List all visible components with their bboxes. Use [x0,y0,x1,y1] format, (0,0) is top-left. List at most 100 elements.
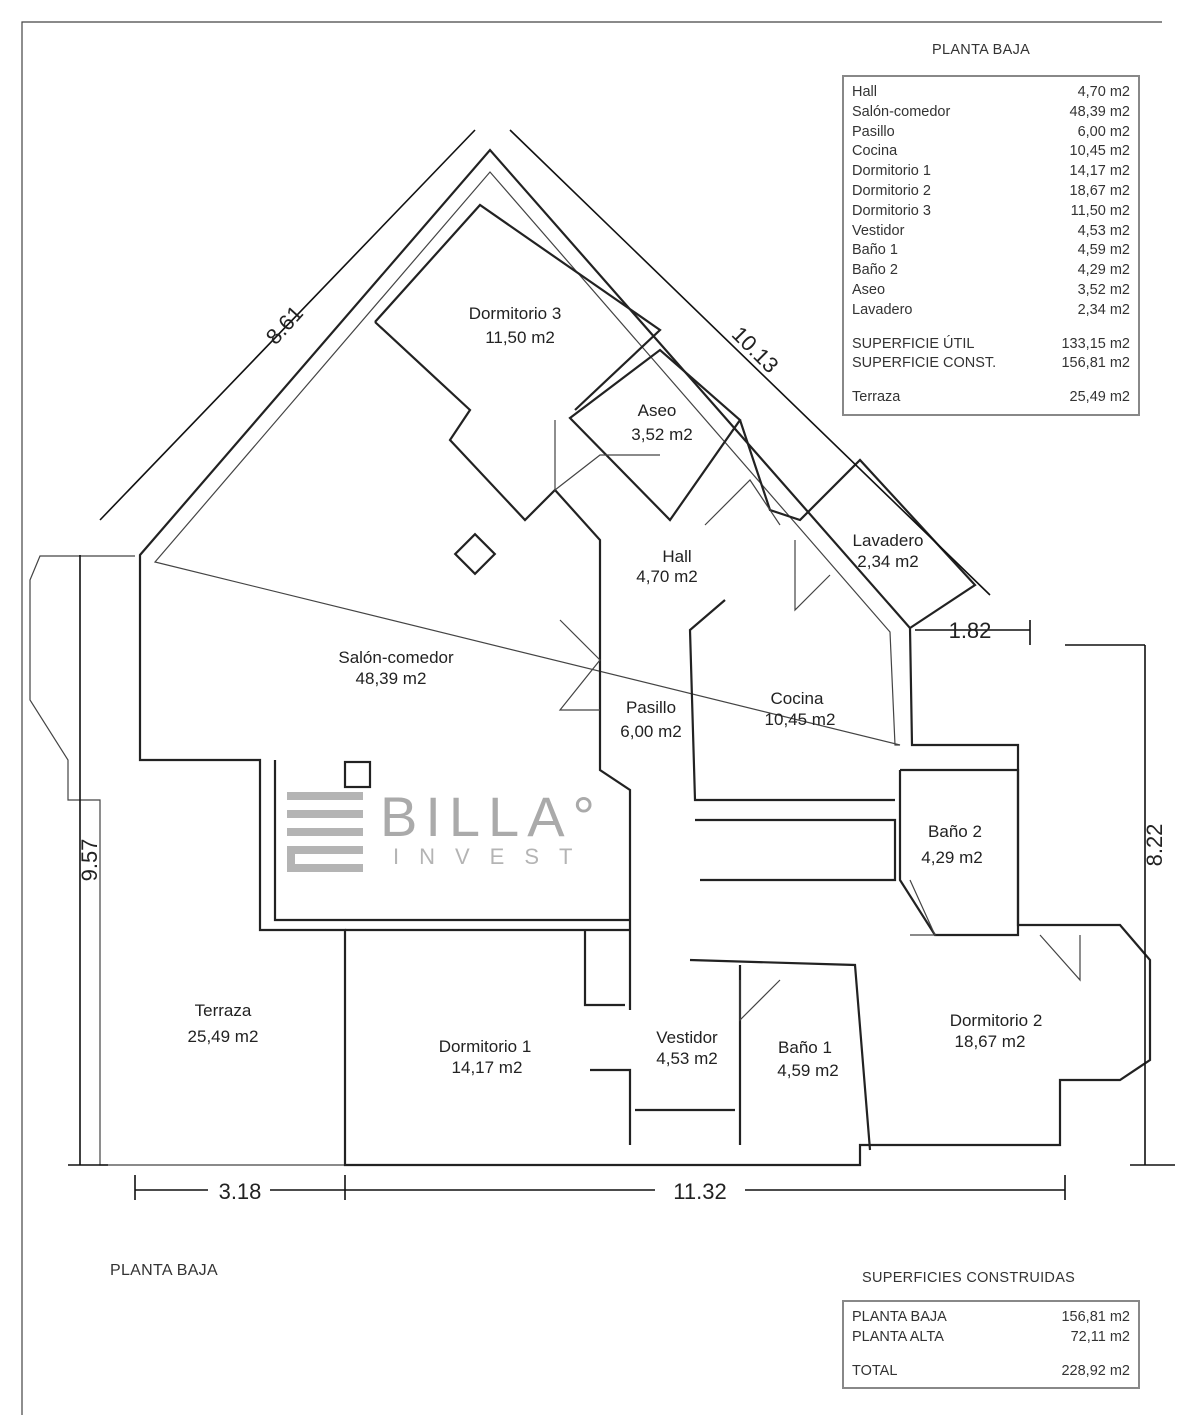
label: TOTAL [852,1362,898,1379]
room-name: Aseo [638,401,677,420]
room-name: Dormitorio 1 [852,163,931,180]
room-area: 2,34 m2 [1077,301,1130,318]
door-swings [554,420,1081,1022]
room-area: 4,70 m2 [1077,84,1130,100]
room-name: Terraza [195,1001,252,1020]
room-area: 10,45 m2 [765,710,836,729]
room-name: Baño 1 [852,242,898,259]
exterior-walls [138,148,1152,1167]
value: 156,81 m2 [1061,355,1130,372]
area-row: Hall 4,70 m2 [852,83,1130,103]
area-row: Dormitorio 3 11,50 m2 [852,202,1130,222]
dim-bottom: 11.32 [673,1179,726,1204]
room-name: Hall [662,547,691,566]
built-row: PLANTA BAJA 156,81 m2 [852,1308,1130,1328]
room-name: Dormitorio 1 [439,1037,532,1056]
room-area: 4,59 m2 [1077,242,1130,259]
room-name: Lavadero [852,301,913,318]
room-area: 18,67 m2 [955,1032,1026,1051]
room-area: 2,34 m2 [857,552,918,571]
room-name: Lavadero [853,531,924,550]
plan-title: PLANTA BAJA [110,1262,218,1279]
room-name: Dormitorio 2 [852,182,931,199]
page-frame [21,21,1162,1415]
const-row: SUPERFICIE CONST. 156,81 m2 [852,354,1130,374]
room-name: Hall [852,84,877,100]
value: 228,92 m2 [1061,1362,1130,1379]
room-area: 4,70 m2 [636,567,697,586]
room-area: 18,67 m2 [1069,182,1130,199]
built-table: PLANTA BAJA 156,81 m2 PLANTA ALTA 72,11 m2… [842,1300,1140,1390]
room-labels: Dormitorio 3 11,50 m2 Aseo 3,52 m2 Hall … [188,304,1043,1080]
util-row: SUPERFICIE ÚTIL 133,15 m2 [852,335,1130,355]
exterior-inner-line [153,171,901,746]
watermark-logo: BILLA° INVEST [285,785,595,879]
areas-table-title: PLANTA BAJA [932,42,1031,58]
dim-bottom-left: 3.18 [219,1179,262,1204]
area-row: Lavadero 2,34 m2 [852,301,1130,321]
room-name: Baño 2 [852,262,898,279]
room-name: Vestidor [656,1028,718,1047]
label: PLANTA BAJA [852,1309,947,1325]
built-table-title: SUPERFICIES CONSTRUIDAS [862,1270,1076,1286]
room-area: 6,00 m2 [620,722,681,741]
room-name: Baño 1 [778,1038,832,1057]
area-row: Dormitorio 2 18,67 m2 [852,182,1130,202]
dimension-lines [68,129,1175,1200]
built-row: PLANTA ALTA 72,11 m2 [852,1328,1130,1348]
area-row: Baño 1 4,59 m2 [852,241,1130,261]
logo-name: BILLA° [380,785,603,848]
terrace-row: Terraza 25,49 m2 [852,388,1130,408]
room-area: 4,59 m2 [777,1061,838,1080]
room-area: 14,17 m2 [452,1058,523,1077]
room-name: Pasillo [626,698,676,717]
room-name: Pasillo [852,123,895,140]
room-name: Vestidor [852,222,905,239]
room-area: 4,29 m2 [1077,262,1130,279]
room-area: 11,50 m2 [485,328,555,347]
room-area: 3,52 m2 [631,425,692,444]
room-area: 6,00 m2 [1077,123,1130,140]
area-row: Baño 2 4,29 m2 [852,261,1130,281]
value: 156,81 m2 [1061,1309,1130,1325]
dim-small: 1.82 [949,618,992,643]
room-area: 48,39 m2 [356,669,427,688]
dim-nw: 8.61 [261,301,308,350]
room-area: 3,52 m2 [1077,281,1130,298]
area-row: Salón-comedor 48,39 m2 [852,103,1130,123]
value: 72,11 m2 [1070,1328,1130,1345]
room-name: Cocina [852,143,898,160]
room-name: Cocina [771,689,824,708]
area-row: Pasillo 6,00 m2 [852,123,1130,143]
room-name: Dormitorio 3 [852,202,931,219]
room-area: 48,39 m2 [1069,103,1130,120]
room-area: 14,17 m2 [1069,163,1130,180]
room-name: Aseo [852,281,886,298]
room-name: Dormitorio 2 [950,1011,1043,1030]
dim-ne: 10.13 [727,321,784,378]
area-row: Aseo 3,52 m2 [852,281,1130,301]
label: Terraza [852,389,901,406]
value: 133,15 m2 [1061,335,1130,352]
room-name: Dormitorio 3 [469,304,562,323]
label: SUPERFICIE ÚTIL [852,335,975,352]
areas-table: Hall 4,70 m2 Salón-comedor 48,39 m2 Pasillo 6… [842,75,1140,416]
room-area: 11,50 m2 [1070,202,1130,219]
room-area: 25,49 m2 [188,1027,259,1046]
room-area: 10,45 m2 [1069,143,1130,160]
terrace-outline [29,555,345,1166]
area-row: Vestidor 4,53 m2 [852,222,1130,242]
total-row: TOTAL 228,92 m2 [852,1362,1130,1382]
dim-left: 9.57 [77,839,102,882]
label: PLANTA ALTA [852,1328,944,1345]
room-area: 4,53 m2 [1077,222,1130,239]
room-name: Baño 2 [928,822,982,841]
logo-sub: INVEST [393,844,593,869]
value: 25,49 m2 [1069,389,1130,406]
room-area: 4,53 m2 [656,1049,717,1068]
area-row: Cocina 10,45 m2 [852,142,1130,162]
label: SUPERFICIE CONST. [852,355,997,372]
room-name: Salón-comedor [852,103,951,120]
area-row: Dormitorio 1 14,17 m2 [852,162,1130,182]
